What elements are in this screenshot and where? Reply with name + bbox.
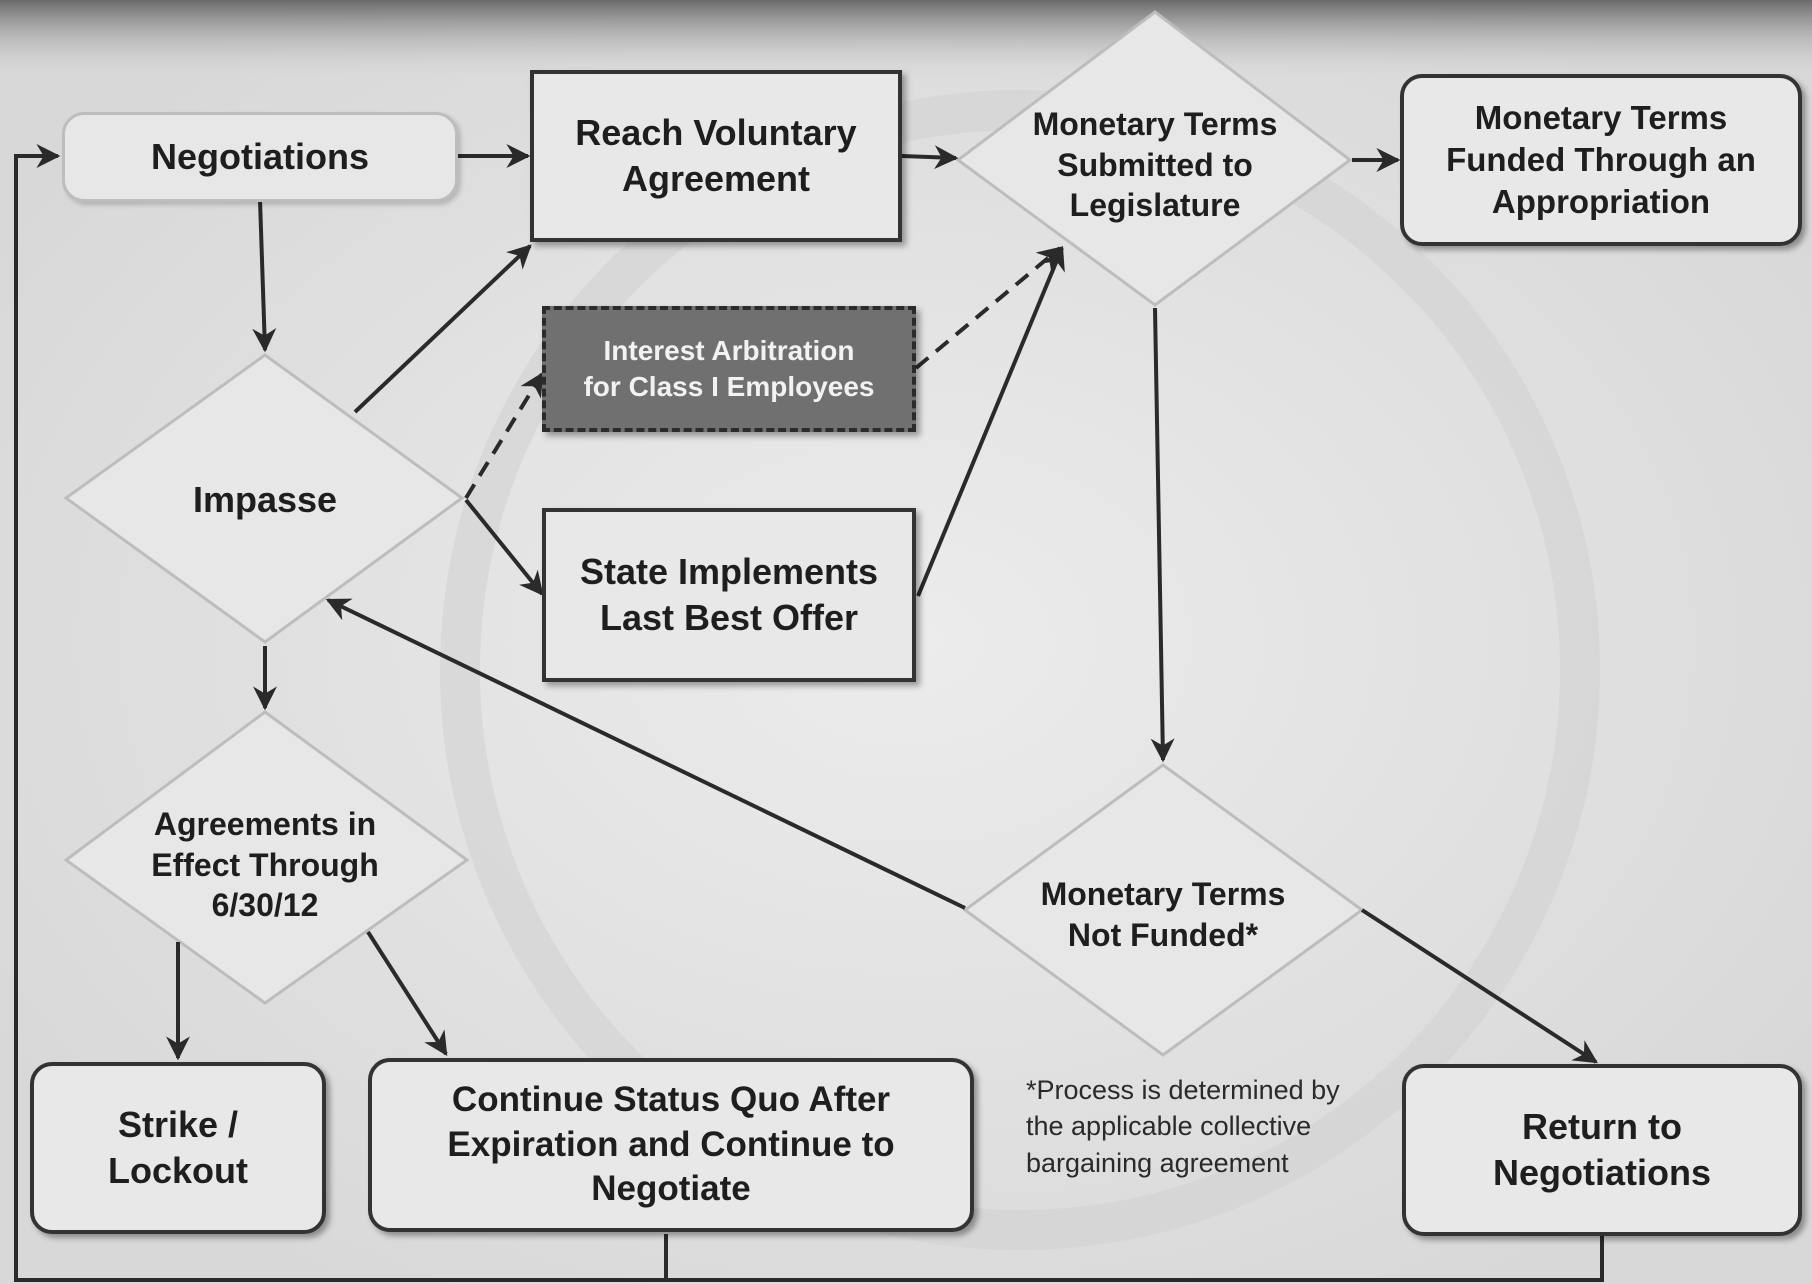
- arrow-submitted-to-not-funded: [1150, 307, 1175, 763]
- arrow-lbo-to-submitted: [916, 245, 1065, 597]
- return-loop-to-negotiations: [14, 144, 668, 1282]
- strike-lockout-box: Strike / Lockout: [30, 1062, 326, 1234]
- agreements-in-effect-label: Agreements in Effect Through 6/30/12: [151, 805, 379, 924]
- footnote: *Process is determined by the applicable…: [1026, 1075, 1340, 1178]
- arrow-negotiations-to-impasse: [252, 199, 277, 353]
- arrow-impasse-to-lbo: [464, 498, 544, 596]
- return-loop-from-return-box: [666, 1236, 1604, 1282]
- arrow-not-funded-to-impasse: [325, 598, 966, 910]
- monetary-terms-submitted-text: Monetary Terms Submitted to Legislature: [990, 90, 1320, 240]
- agreements-in-effect-text: Agreements in Effect Through 6/30/12: [110, 790, 420, 940]
- impasse-diamond: [63, 353, 465, 644]
- arrow-agreement-to-submitted: [901, 145, 959, 170]
- continue-status-quo-box: Continue Status Quo After Expiration and…: [368, 1058, 974, 1232]
- arrow-impasse-to-agreement: [353, 244, 532, 414]
- reach-voluntary-agreement-box: Reach Voluntary Agreement: [530, 70, 902, 242]
- monetary-terms-not-funded-text: Monetary Terms Not Funded*: [1000, 865, 1326, 965]
- interest-arbitration-box: Interest Arbitration for Class I Employe…: [542, 306, 916, 432]
- interest-arbitration-label: Interest Arbitration for Class I Employe…: [583, 335, 875, 402]
- continue-status-quo-label: Continue Status Quo After Expiration and…: [447, 1079, 895, 1209]
- monetary-terms-not-funded-label: Monetary Terms Not Funded*: [1040, 876, 1286, 953]
- negotiations-label: Negotiations: [150, 135, 369, 177]
- return-to-negotiations-box: Return to Negotiations: [1402, 1064, 1802, 1236]
- impasse-text: Impasse: [110, 465, 420, 535]
- impasse-label: Impasse: [192, 478, 338, 520]
- negotiations-box: Negotiations: [62, 112, 458, 202]
- monetary-terms-submitted-label: Monetary Terms Submitted to Legislature: [1032, 105, 1278, 224]
- arrow-agreements-to-status-quo: [366, 930, 448, 1057]
- return-to-negotiations-label: Return to Negotiations: [1492, 1105, 1711, 1193]
- arrow-not-funded-to-return: [1360, 908, 1599, 1064]
- arrow-arbitration-to-submitted: [914, 246, 1062, 370]
- top-shadow-band: [0, 0, 1812, 80]
- monetary-terms-not-funded-diamond: [962, 763, 1365, 1057]
- background-seal: [440, 90, 1600, 1250]
- monetary-terms-submitted-diamond: [955, 10, 1353, 307]
- monetary-terms-funded-label: Monetary Terms Funded Through an Appropr…: [1446, 98, 1756, 221]
- reach-voluntary-agreement-label: Reach Voluntary Agreement: [575, 111, 857, 199]
- agreements-in-effect-diamond: [63, 710, 470, 1005]
- monetary-terms-funded-box: Monetary Terms Funded Through an Appropr…: [1400, 74, 1802, 246]
- strike-lockout-label: Strike / Lockout: [108, 1103, 248, 1191]
- state-implements-lbo-label: State Implements Last Best Offer: [579, 550, 879, 638]
- state-implements-lbo-box: State Implements Last Best Offer: [542, 508, 916, 682]
